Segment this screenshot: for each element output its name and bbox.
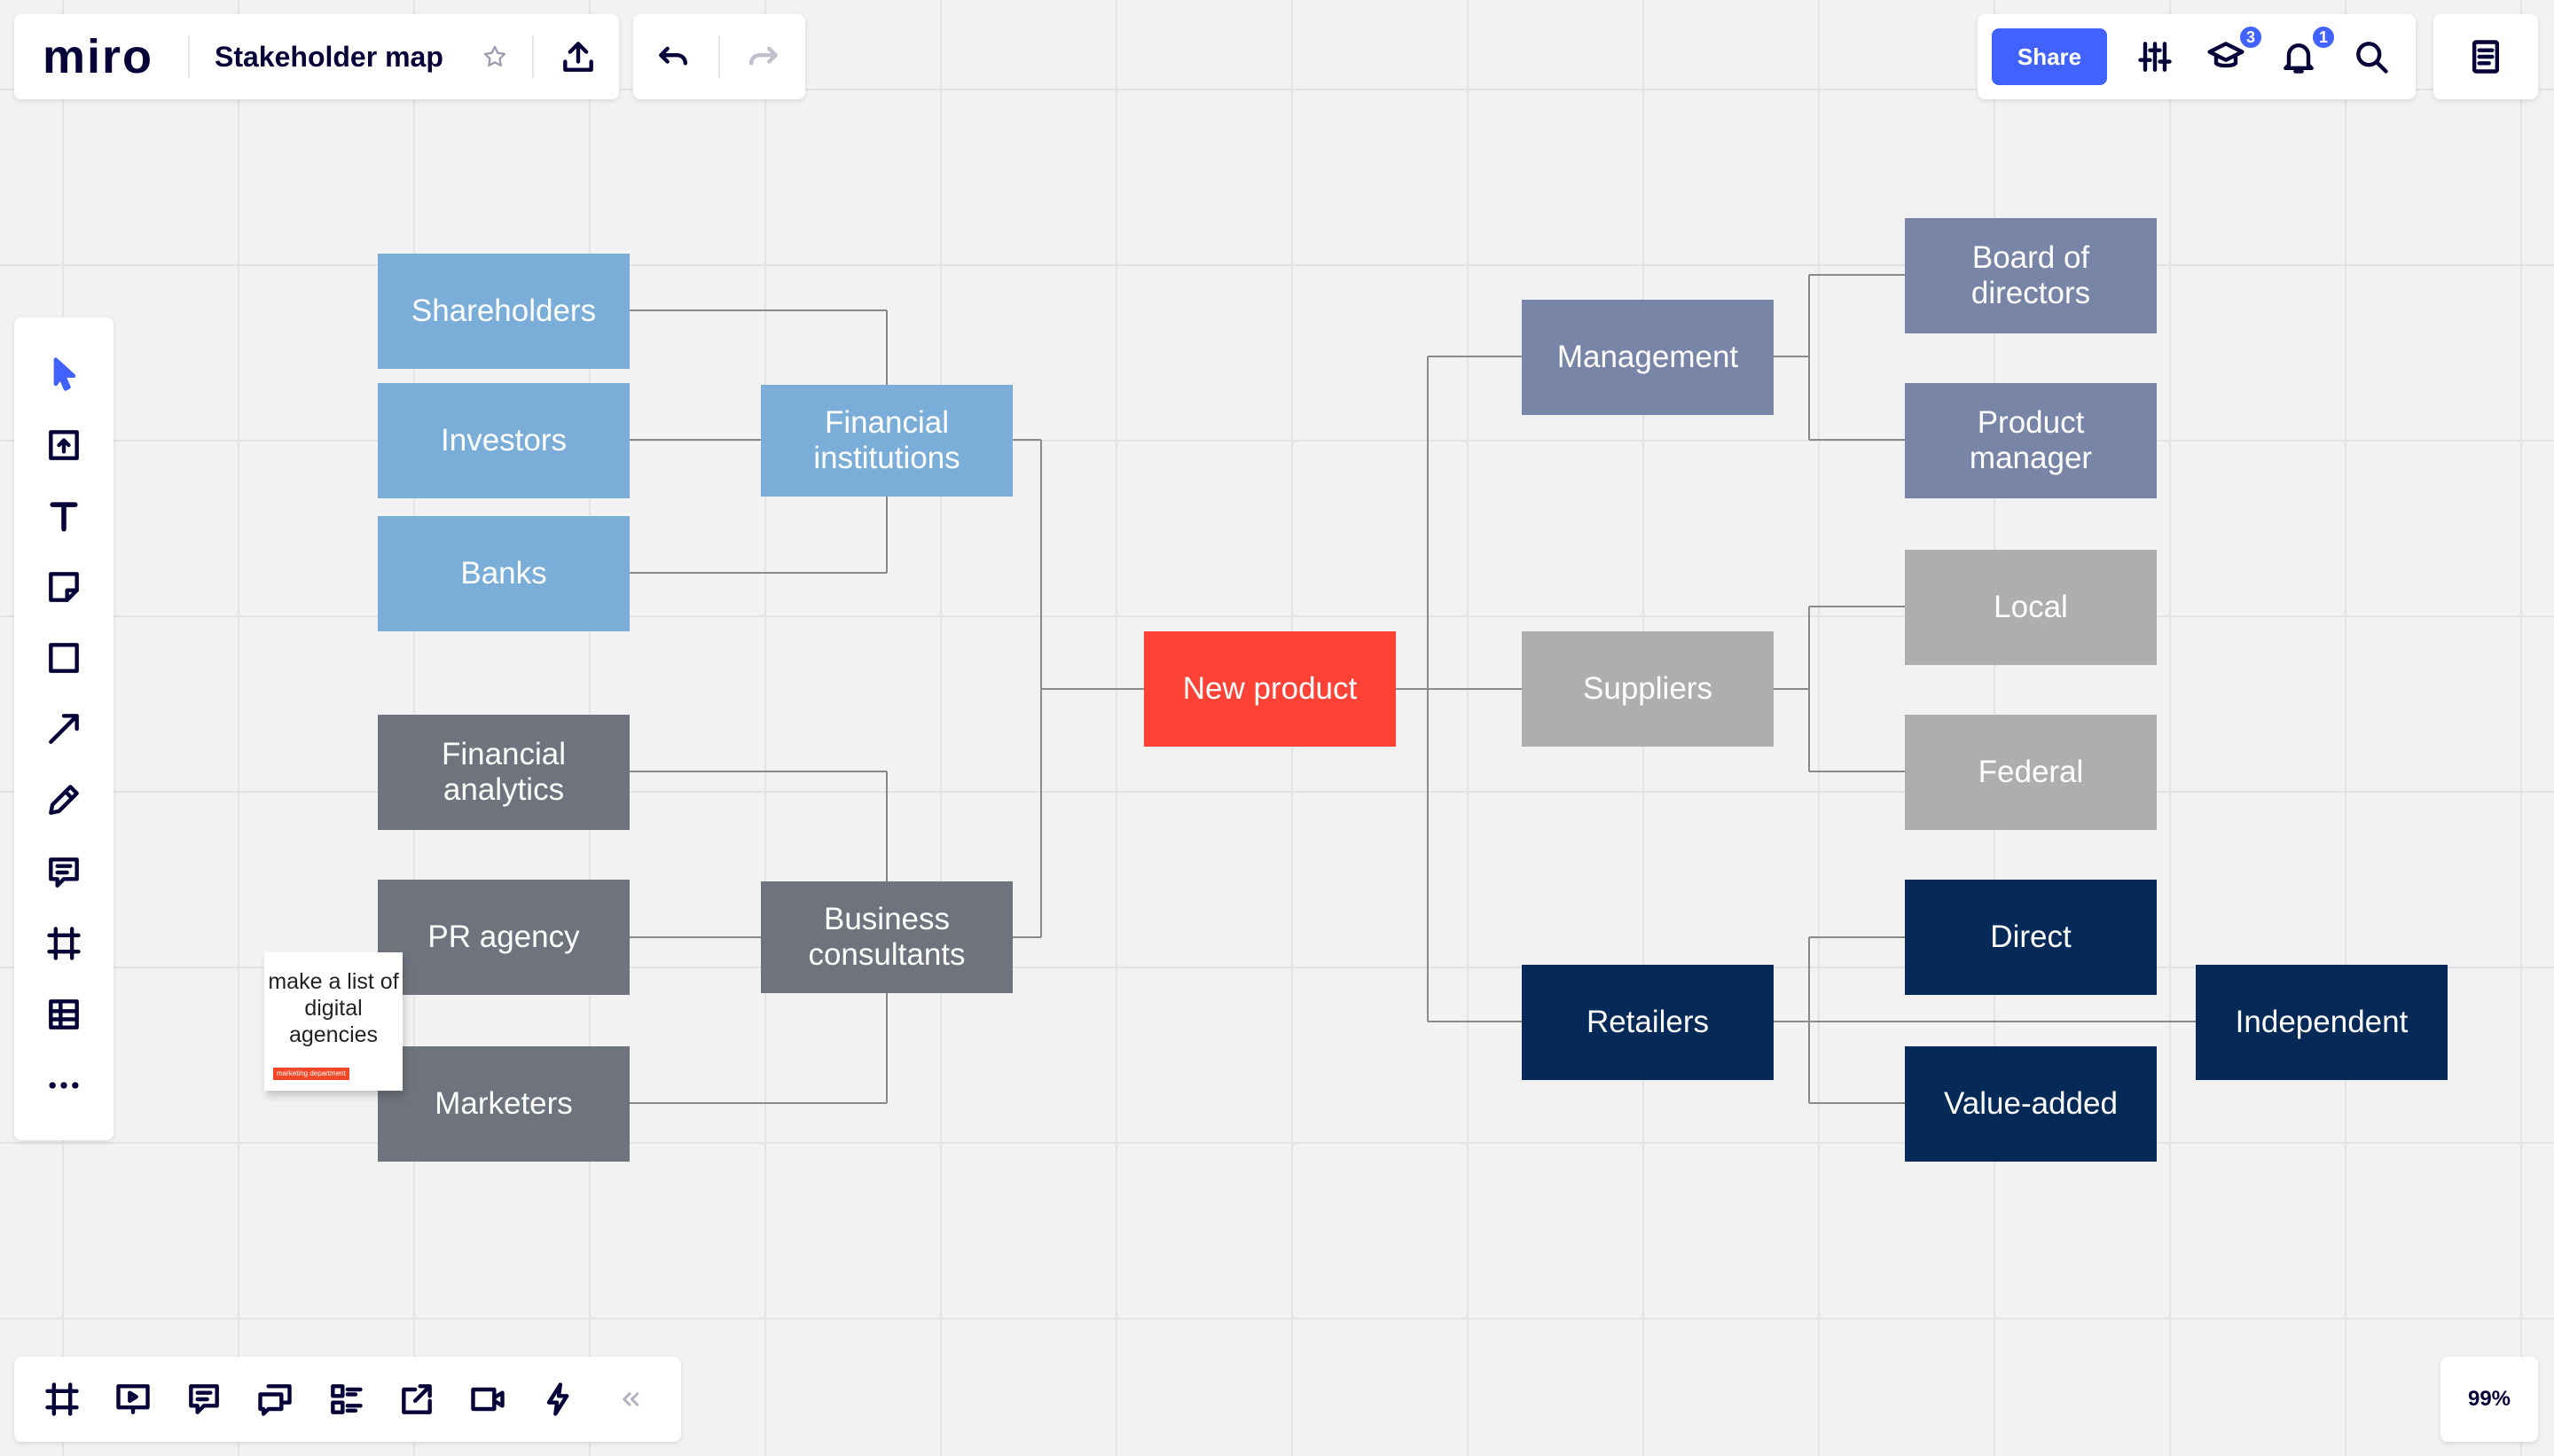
node-value-added[interactable]: Value-added (1905, 1046, 2157, 1162)
select-cursor-icon[interactable] (35, 346, 92, 403)
node-business-consultants[interactable]: Business consultants (761, 881, 1013, 993)
zoom-level[interactable]: 99% (2467, 1387, 2511, 1411)
frames-icon[interactable] (34, 1371, 90, 1428)
lightning-icon[interactable] (530, 1371, 587, 1428)
notes-icon[interactable] (2457, 28, 2514, 85)
cards-icon[interactable] (317, 1371, 374, 1428)
star-icon[interactable] (466, 28, 523, 85)
chat-icon[interactable] (247, 1371, 303, 1428)
redo-icon[interactable] (734, 28, 791, 85)
node-financial-analytics[interactable]: Financial analytics (378, 715, 630, 830)
board-header: miro Stakeholder map (14, 14, 619, 99)
video-call-icon[interactable] (459, 1371, 516, 1428)
node-product-manager[interactable]: Product manager (1905, 383, 2157, 498)
node-retailers[interactable]: Retailers (1522, 965, 1774, 1080)
miro-logo[interactable]: miro (43, 30, 154, 83)
collapse-chevron-icon[interactable] (601, 1371, 658, 1428)
export-icon[interactable] (550, 28, 607, 85)
node-new-product[interactable]: New product (1144, 631, 1396, 747)
settings-sliders-icon[interactable] (2127, 28, 2183, 85)
table-icon[interactable] (35, 986, 92, 1043)
divider (718, 35, 720, 78)
presentation-icon[interactable] (105, 1371, 161, 1428)
node-direct[interactable]: Direct (1905, 880, 2157, 995)
undo-icon[interactable] (646, 28, 702, 85)
node-investors[interactable]: Investors (378, 383, 630, 498)
node-pr-agency[interactable]: PR agency (378, 880, 630, 995)
upload-icon[interactable] (35, 417, 92, 474)
notifications-bell-icon[interactable] (2270, 28, 2327, 85)
bottom-toolbar (14, 1357, 681, 1442)
learning-center-icon[interactable] (2198, 28, 2254, 85)
divider (532, 35, 534, 78)
node-banks[interactable]: Banks (378, 516, 630, 631)
pen-icon[interactable] (35, 771, 92, 828)
share-screen-icon[interactable] (388, 1371, 445, 1428)
share-button[interactable]: Share (1992, 28, 2107, 85)
notifications-badge: 1 (2311, 25, 2336, 50)
connection-line-icon[interactable] (35, 701, 92, 757)
sticky-note[interactable]: make a list of digital agencies marketin… (264, 952, 403, 1091)
node-local[interactable]: Local (1905, 550, 2157, 665)
node-management[interactable]: Management (1522, 300, 1774, 415)
sticky-note-icon[interactable] (35, 559, 92, 615)
node-shareholders[interactable]: Shareholders (378, 254, 630, 369)
shape-icon[interactable] (35, 630, 92, 686)
node-marketers[interactable]: Marketers (378, 1046, 630, 1162)
collaboration-toolbar: Share 3 1 (1978, 14, 2416, 99)
more-tools-icon[interactable] (35, 1057, 92, 1114)
frame-icon[interactable] (35, 915, 92, 972)
node-suppliers[interactable]: Suppliers (1522, 631, 1774, 747)
board-title[interactable]: Stakeholder map (215, 41, 443, 73)
zoom-control[interactable]: 99% (2440, 1357, 2538, 1442)
comments-icon[interactable] (176, 1371, 232, 1428)
comment-icon[interactable] (35, 844, 92, 901)
node-independent[interactable]: Independent (2196, 965, 2448, 1080)
text-tool-icon[interactable] (35, 488, 92, 544)
node-board-of-directors[interactable]: Board of directors (1905, 218, 2157, 333)
learning-badge: 3 (2238, 25, 2263, 50)
sticky-note-text: make a list of digital agencies (268, 969, 399, 1047)
undo-redo-panel (633, 14, 805, 99)
node-federal[interactable]: Federal (1905, 715, 2157, 830)
sticky-note-tag: marketing department (273, 1068, 349, 1080)
node-financial-institutions[interactable]: Financial institutions (761, 385, 1013, 497)
creation-toolbar (14, 317, 114, 1140)
notes-panel (2433, 14, 2538, 99)
search-icon[interactable] (2343, 28, 2400, 85)
divider (188, 35, 190, 78)
